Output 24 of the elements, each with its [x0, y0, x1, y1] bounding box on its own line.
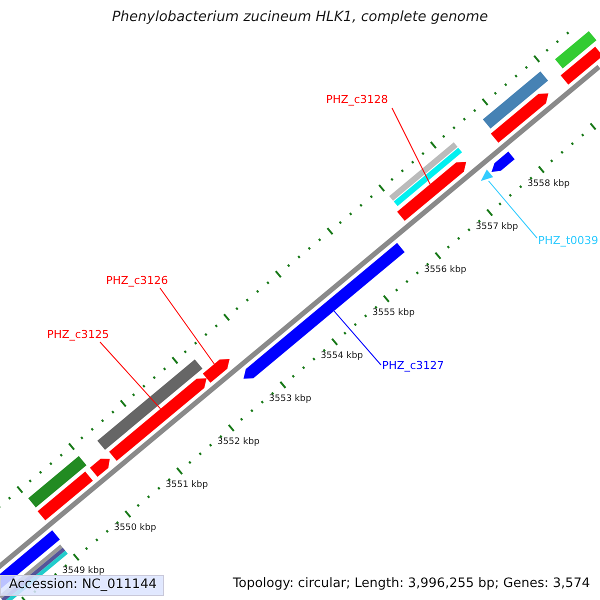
gene-label: PHZ_c3128 [326, 93, 388, 106]
leader-line [392, 108, 431, 185]
gene-label: PHZ_t0039 [538, 234, 598, 247]
gene-feature [397, 162, 466, 221]
position-label: 3558 kbp [527, 178, 570, 189]
gene-label: PHZ_c3125 [47, 328, 109, 341]
position-label: 3549 kbp [62, 566, 105, 576]
position-label: 3553 kbp [268, 394, 312, 404]
accession-text: Accession: NC_011144 [0, 575, 164, 596]
position-label: 3555 kbp [372, 308, 415, 318]
leader-line [100, 342, 161, 410]
gene-label: PHZ_c3126 [106, 274, 168, 287]
gene-feature [202, 359, 230, 383]
position-label: 3550 kbp [114, 523, 156, 534]
gene-label: PHZ_c3127 [382, 359, 444, 372]
gene-triangle [480, 170, 494, 181]
leader-line [488, 180, 538, 238]
genome-info-text: Topology: circular; Length: 3,996,255 bp; Genes: 3,574 [232, 576, 590, 591]
diagram-title: Phenylobacterium zucineum HLK1, complete genome [110, 9, 490, 25]
gene-feature [109, 378, 207, 461]
leader-line [160, 288, 215, 365]
position-label: 3551 kbp [166, 480, 208, 490]
leader-line [334, 310, 382, 366]
position-label: 3554 kbp [320, 350, 364, 361]
